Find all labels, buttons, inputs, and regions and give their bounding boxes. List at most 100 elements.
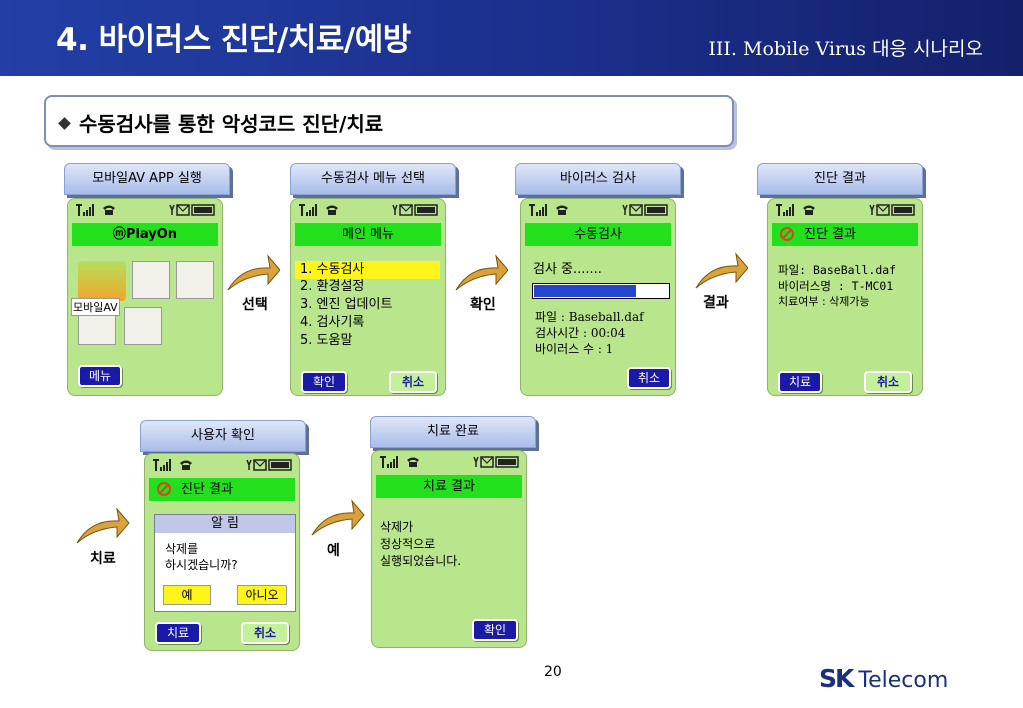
screen-title: 수동검사	[525, 223, 671, 246]
section-title: 수동검사를 통한 악성코드 진단/치료	[79, 112, 384, 136]
action-label-treat: 치료	[90, 551, 116, 567]
action-label-confirm: 확인	[470, 297, 496, 313]
menu-item-settings[interactable]: 2. 환경설정	[300, 279, 365, 294]
scan-file: 파일 : Baseball.daf	[535, 310, 644, 324]
screen-title: ⓜPlayOn	[72, 223, 218, 246]
phone-screen-scan: 수동검사 검사 중....... 파일 : Baseball.daf 검사시간 …	[520, 198, 676, 396]
result-line2: 정상적으로	[380, 537, 436, 551]
mobile-av-app-icon[interactable]	[78, 261, 126, 301]
header-banner: 4. 바이러스 진단/치료/예방 III. Mobile Virus 대응 시나…	[0, 0, 1023, 76]
step-label-launch: 모바일AV APP 실행	[64, 163, 230, 195]
screen-title: 진단 결과	[181, 482, 233, 497]
phone-screen-home: ⓜPlayOn 모바일AV 메뉴	[67, 198, 223, 396]
phone-icon	[407, 457, 419, 467]
flow-arrow-icon	[455, 254, 508, 291]
dialog-title: 알 림	[155, 515, 295, 533]
signal-icon	[776, 204, 794, 216]
phone-icon	[803, 205, 815, 215]
step-label-scan: 바이러스 검사	[515, 163, 681, 195]
phone-icon	[556, 205, 568, 215]
app-tile-icon[interactable]	[176, 261, 214, 299]
scan-progress-fill	[534, 285, 636, 297]
diag-treat-status: 치료여부 : 삭제가능	[778, 295, 870, 308]
logo-sk: SK	[819, 664, 854, 693]
dialog-message-line2: 하시겠습니까?	[165, 558, 238, 572]
phone-icon	[180, 460, 192, 470]
screen-title-bar: 진단 결과	[149, 478, 295, 501]
status-bar	[299, 204, 439, 220]
status-bar	[776, 204, 916, 220]
signal-icon	[529, 204, 547, 216]
status-bar	[380, 456, 520, 472]
step-label-user-confirm: 사용자 확인	[140, 420, 306, 452]
action-label-result: 결과	[703, 295, 729, 311]
page-number: 20	[544, 664, 562, 680]
yes-button[interactable]: 예	[163, 585, 211, 605]
step-label-treat-complete: 치료 완료	[370, 416, 536, 448]
section-title-box: 수동검사를 통한 악성코드 진단/치료	[44, 95, 734, 147]
treat-softkey[interactable]: 치료	[778, 371, 822, 393]
logo-telecom: Telecom	[858, 668, 949, 693]
flow-arrow-icon	[76, 507, 130, 544]
diag-virus-name: 바이러스명 : T-MC01	[778, 279, 894, 293]
result-line3: 실행되었습니다.	[380, 554, 462, 568]
menu-item-scan-history[interactable]: 4. 검사기록	[300, 315, 365, 330]
cancel-softkey[interactable]: 취소	[864, 371, 912, 393]
menu-item-manual-scan[interactable]: 1. 수동검사	[295, 261, 440, 279]
battery-icon	[392, 204, 438, 216]
step-label-menu-select: 수동검사 메뉴 선택	[290, 163, 456, 195]
cancel-softkey[interactable]: 취소	[389, 371, 437, 393]
diamond-bullet-icon	[58, 117, 71, 130]
flow-arrow-icon	[695, 252, 748, 289]
no-button[interactable]: 아니오	[237, 585, 287, 605]
action-label-yes: 예	[327, 543, 340, 559]
scanning-status: 검사 중.......	[533, 262, 602, 277]
menu-item-help[interactable]: 5. 도움말	[300, 333, 353, 348]
signal-icon	[76, 204, 94, 216]
signal-icon	[153, 459, 171, 471]
menu-item-engine-update[interactable]: 3. 엔진 업데이트	[300, 297, 393, 312]
battery-icon	[473, 456, 519, 468]
battery-icon	[869, 204, 915, 216]
phone-icon	[103, 205, 115, 215]
screen-title-bar: 진단 결과	[772, 223, 918, 246]
app-tile-icon[interactable]	[124, 307, 162, 345]
phone-screen-main-menu: 메인 메뉴 1. 수동검사 2. 환경설정 3. 엔진 업데이트 4. 검사기록…	[290, 198, 446, 396]
action-label-select: 선택	[242, 297, 268, 313]
screen-title: 진단 결과	[804, 227, 856, 242]
confirm-dialog: 알 림 삭제를 하시겠습니까? 예 아니오	[154, 514, 296, 612]
app-tile-icon[interactable]	[132, 261, 170, 299]
status-bar	[529, 204, 669, 220]
flow-arrow-icon	[227, 254, 280, 291]
dialog-message-line1: 삭제를	[165, 542, 199, 556]
scan-time: 검사시간 : 00:04	[535, 326, 626, 340]
phone-screen-treat-result: 치료 결과 삭제가 정상적으로 실행되었습니다. 확인	[371, 450, 527, 648]
phone-screen-diagnosis: 진단 결과 파일: BaseBall.daf 바이러스명 : T-MC01 치료…	[767, 198, 923, 396]
screen-title: 메인 메뉴	[295, 223, 441, 246]
confirm-softkey[interactable]: 확인	[301, 371, 347, 393]
screen-title: 치료 결과	[376, 475, 522, 498]
menu-softkey[interactable]: 메뉴	[78, 365, 122, 387]
virus-count: 바이러스 수 : 1	[535, 342, 614, 356]
diag-file: 파일: BaseBall.daf	[778, 263, 897, 277]
phone-icon	[326, 205, 338, 215]
scan-progress-bar	[532, 283, 670, 299]
page-title: 4. 바이러스 진단/치료/예방	[56, 22, 411, 58]
status-bar	[76, 204, 216, 220]
status-bar	[153, 459, 293, 475]
signal-icon	[299, 204, 317, 216]
confirm-softkey[interactable]: 확인	[472, 619, 518, 641]
battery-icon	[246, 459, 292, 471]
prohibited-icon	[780, 226, 794, 241]
flow-arrow-icon	[311, 499, 365, 536]
cancel-softkey[interactable]: 취소	[627, 367, 671, 389]
section-subtitle: III. Mobile Virus 대응 시나리오	[708, 38, 983, 60]
app-label: 모바일AV	[71, 298, 120, 316]
battery-icon	[169, 204, 215, 216]
cancel-softkey[interactable]: 취소	[241, 622, 289, 644]
phone-screen-user-confirm: 진단 결과 알 림 삭제를 하시겠습니까? 예 아니오 치료 취소	[144, 453, 300, 651]
battery-icon	[622, 204, 668, 216]
treat-softkey[interactable]: 치료	[155, 622, 201, 644]
prohibited-icon	[157, 481, 171, 496]
